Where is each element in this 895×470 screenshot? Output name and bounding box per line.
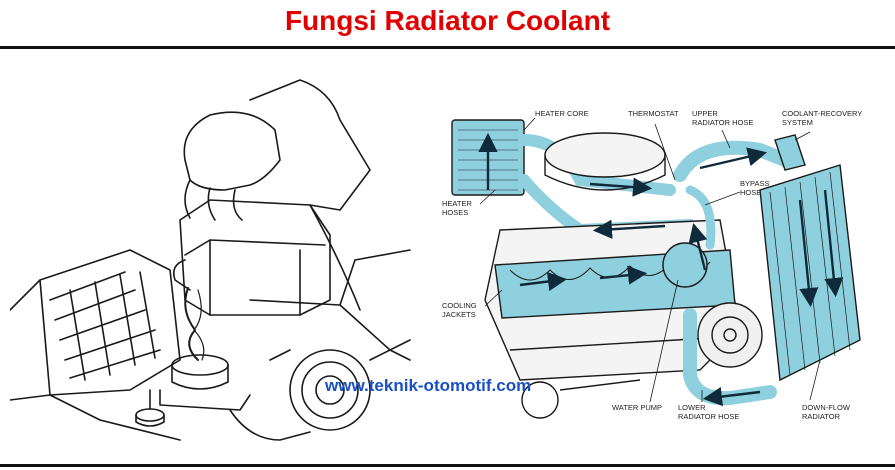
down-flow-radiator-shape <box>759 134 861 382</box>
label-upper-radiator-hose: UPPER RADIATOR HOSE <box>692 109 754 127</box>
label-lower-radiator-hose: LOWER RADIATOR HOSE <box>678 403 740 421</box>
cooling-system-drawing <box>451 117 861 419</box>
pouring-coolant-drawing <box>9 79 411 441</box>
label-cooling-jackets: COOLING JACKETS <box>442 301 477 319</box>
label-bypass-hose: BYPASS HOSE <box>740 179 770 197</box>
label-water-pump: WATER PUMP <box>612 403 662 412</box>
lower-radiator-hose-shape <box>683 308 777 406</box>
header-divider <box>0 46 895 49</box>
label-heater-core: HEATER CORE <box>535 109 589 118</box>
cooling-system-diagram: HEATER CORE THERMOSTAT UPPER RADIATOR HO… <box>440 80 890 450</box>
label-heater-hoses: HEATER HOSES <box>442 199 472 217</box>
label-coolant-recovery-system: COOLANT-RECOVERY SYSTEM <box>782 109 863 127</box>
label-thermostat: THERMOSTAT <box>628 109 679 118</box>
bypass-hose-shape <box>685 185 716 250</box>
page-title: Fungsi Radiator Coolant <box>284 5 611 36</box>
label-down-flow-radiator: DOWN-FLOW RADIATOR <box>802 403 850 421</box>
pouring-coolant-illustration <box>9 60 420 455</box>
website-watermark: www.teknik-otomotif.com <box>325 376 532 395</box>
footer-divider <box>0 464 895 467</box>
water-pump-shape <box>662 242 708 288</box>
